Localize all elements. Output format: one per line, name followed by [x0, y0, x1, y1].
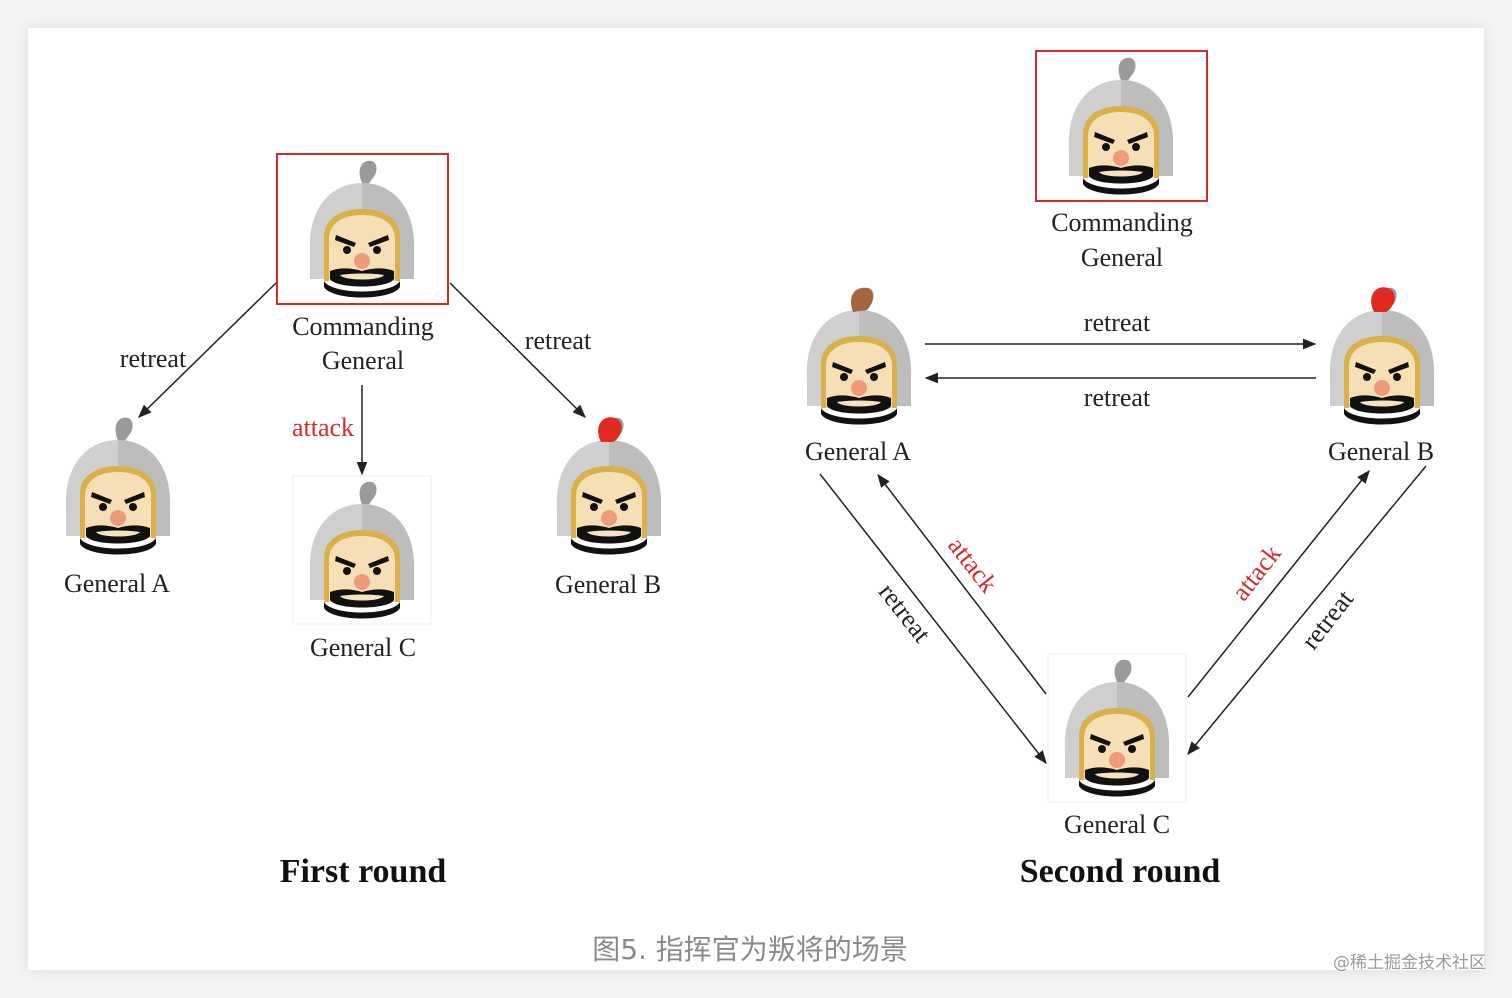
second-commander-label-1: Commanding [1051, 208, 1193, 237]
second-arrow-b-to-c [1187, 465, 1427, 756]
first-arrow-commander-to-b [449, 282, 586, 418]
first-commander-label-1: Commanding [292, 312, 434, 341]
first-general-c-frame [292, 475, 432, 625]
second-round-title: Second round [1020, 853, 1221, 890]
figure-caption: 图5. 指挥官为叛将的场景 [592, 933, 908, 966]
first-general-c-avatar [309, 481, 415, 619]
second-arrow-b-to-a-label: retreat [1084, 383, 1151, 412]
second-arrow-a-to-c-label: retreat [873, 578, 937, 649]
second-general-c-avatar [1064, 659, 1170, 797]
first-general-b-avatar [556, 417, 662, 555]
first-arrow-commander-to-a [138, 282, 277, 418]
second-commander-avatar [1068, 57, 1174, 195]
second-arrow-c-to-a [877, 473, 1047, 695]
second-arrow-a-to-b-label: retreat [1084, 308, 1151, 337]
second-general-a-avatar [806, 287, 912, 425]
first-commander-avatar [309, 160, 415, 298]
second-commander-highlight [1035, 50, 1208, 202]
first-arrow-to-a-label: retreat [120, 344, 187, 373]
second-general-b-avatar [1329, 287, 1435, 425]
second-arrow-c-to-b-label: attack [1226, 539, 1287, 606]
second-general-c-frame [1047, 653, 1187, 803]
first-round-title: First round [280, 853, 447, 890]
watermark: @稀土掘金技术社区 [1333, 953, 1486, 973]
second-arrow-b-to-c-label: retreat [1295, 584, 1359, 655]
first-commander-highlight [276, 153, 449, 305]
figure-card [28, 28, 1484, 970]
second-commander-label-2: General [1081, 243, 1163, 272]
first-general-a-label: General A [64, 569, 170, 598]
first-commander-label-2: General [322, 346, 404, 375]
first-general-a-avatar [65, 417, 171, 555]
second-general-a-label: General A [805, 437, 911, 466]
second-arrow-a-to-c [819, 473, 1047, 765]
first-arrow-to-c-label: attack [292, 413, 354, 442]
first-general-b-label: General B [555, 570, 661, 599]
first-arrow-to-b-label: retreat [525, 326, 592, 355]
first-general-c-label: General C [310, 633, 416, 662]
second-arrow-c-to-b [1187, 469, 1370, 698]
second-general-b-label: General B [1328, 437, 1434, 466]
second-arrow-c-to-a-label: attack [942, 531, 1003, 598]
second-general-c-label: General C [1064, 810, 1170, 839]
